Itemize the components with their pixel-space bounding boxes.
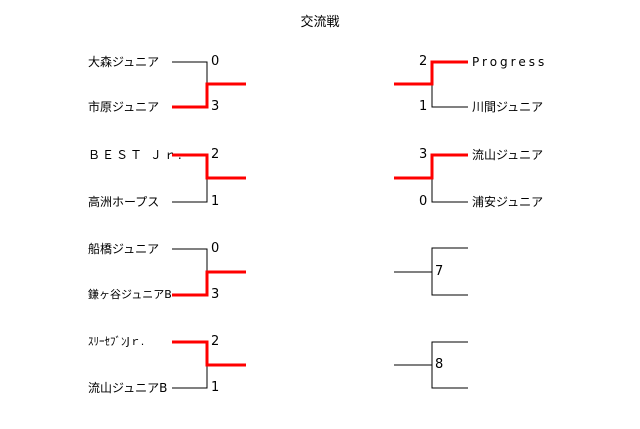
score: 0 xyxy=(211,54,220,69)
team-name: 鎌ヶ谷ジュニアB xyxy=(88,288,172,301)
team-name: 流山ジュニア xyxy=(472,148,544,162)
line-r1-bottom xyxy=(431,84,468,108)
line-l1-top xyxy=(172,61,208,84)
team-name: ＢＥＳＴ Ｊｒ. xyxy=(88,148,184,162)
team-name: 川間ジュニア xyxy=(472,100,544,114)
team-name: 大森ジュニア xyxy=(88,55,160,69)
score: 3 xyxy=(419,147,428,162)
winner-line-l3 xyxy=(172,270,246,297)
page-title: 交流戦 xyxy=(300,15,340,30)
match-number: 7 xyxy=(435,264,444,279)
score: 0 xyxy=(419,194,428,209)
team-name: 市原ジュニア xyxy=(88,100,160,114)
line-l3-top xyxy=(172,248,208,272)
score: 1 xyxy=(419,99,428,114)
score: 1 xyxy=(211,194,220,209)
score: 2 xyxy=(211,334,220,349)
team-name: Progress xyxy=(472,55,548,69)
score: 2 xyxy=(419,54,428,69)
winner-line-r1 xyxy=(394,60,468,86)
line-l2-bottom xyxy=(172,178,208,203)
score: 2 xyxy=(211,147,220,162)
score: 3 xyxy=(211,287,220,302)
score: 1 xyxy=(211,380,220,395)
match-number: 8 xyxy=(435,357,444,372)
score: 0 xyxy=(211,241,220,256)
score: 3 xyxy=(211,99,220,114)
team-name: 流山ジュニアB xyxy=(88,381,168,395)
team-name: 船橋ジュニア xyxy=(88,242,160,256)
team-name: 高洲ホープス xyxy=(88,195,160,209)
winner-line-l4 xyxy=(172,340,246,367)
winner-line-r2 xyxy=(394,153,468,180)
line-r2-bottom xyxy=(431,178,468,203)
line-l4-bottom xyxy=(172,365,208,389)
team-name: ｽﾘｰｾﾌﾞﾝJｒ. xyxy=(88,335,145,348)
winner-line-l1 xyxy=(172,82,246,109)
winner-line-l2 xyxy=(172,153,246,180)
team-name: 浦安ジュニア xyxy=(472,195,544,209)
